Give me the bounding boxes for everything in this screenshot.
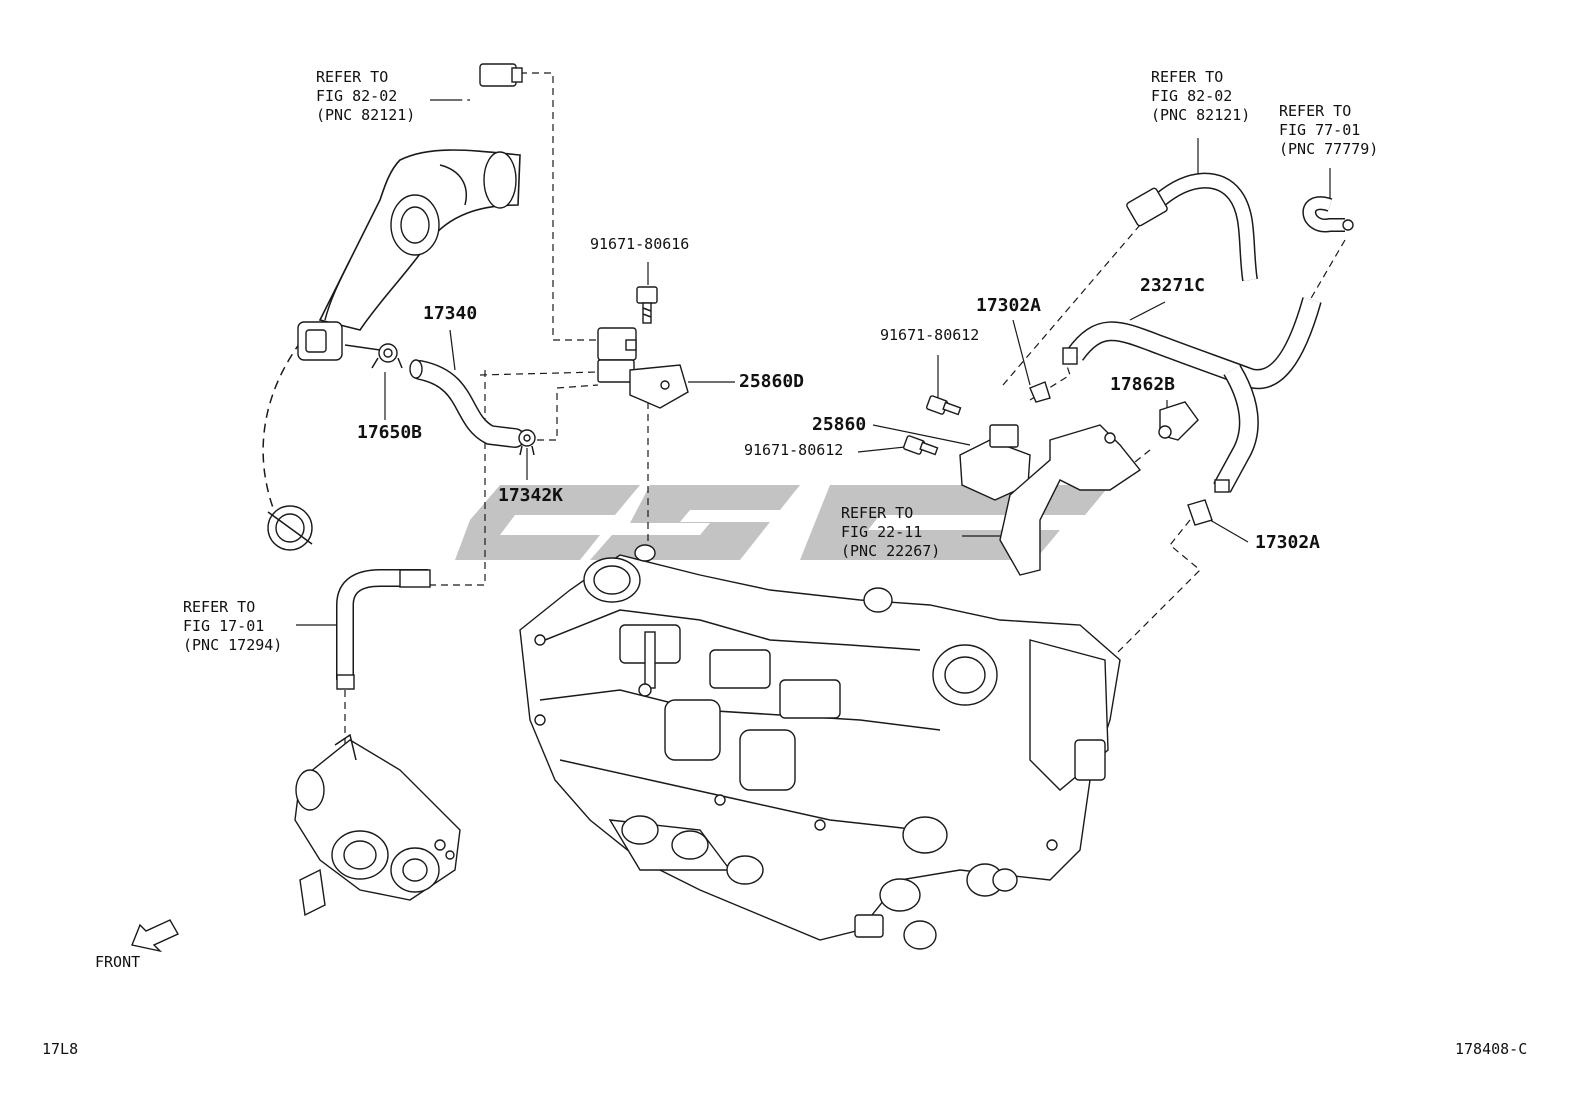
clamp-17862B [1158,401,1199,441]
front-arrow-icon [131,919,179,953]
part-label-17340[interactable]: 17340 [423,303,478,324]
bolt-91671-80612-bottom [903,435,939,456]
valve-25860 [959,424,1142,576]
callout-line: FIG 82-02 [1151,86,1233,105]
throttle-body [294,733,461,917]
wiring-harness-right [1126,172,1258,282]
clamp-17342K [518,429,536,456]
part-label-23271C[interactable]: 23271C [1140,275,1206,296]
callout-line: FIG 77-01 [1279,120,1361,139]
callout-line: (PNC 17294) [183,635,283,654]
part-label-91671-80612-top[interactable]: 91671-80612 [880,326,980,344]
callout-line: REFER TO [1151,68,1224,86]
clip-17302A-top [1029,381,1051,403]
hose-fig77-01 [1302,196,1354,233]
hose-17340 [409,359,525,448]
wiring-harness-left [462,63,543,120]
callout-ref-fig22-11: REFER TO FIG 22-11 (PNC 22267) [841,504,940,560]
pipe-fig17-01 [336,569,431,690]
callout-ref-fig82-02-left: REFER TO FIG 82-02 (PNC 82121) [316,68,415,124]
callout-line: (PNC 77779) [1279,139,1379,158]
callout-line: FIG 17-01 [183,616,265,635]
callout-line: REFER TO [841,504,914,522]
air-intake-hose [262,149,521,551]
callout-ref-fig82-02-right: REFER TO FIG 82-02 (PNC 82121) [1151,68,1250,124]
callout-line: REFER TO [183,598,256,616]
bolt-91671-80616 [636,286,658,324]
callout-line: REFER TO [1279,102,1352,120]
footer-right-code: 178408-C [1455,1040,1528,1058]
part-label-17650B[interactable]: 17650B [357,422,423,443]
callout-line: (PNC 82121) [1151,105,1251,124]
hose-23271C [1062,297,1322,493]
part-label-17302A-top[interactable]: 17302A [976,295,1042,316]
front-label: FRONT [95,953,141,971]
clip-17302A-right [1187,499,1213,526]
bolt-91671-80612-top [926,395,962,416]
callout-ref-fig17-01: REFER TO FIG 17-01 (PNC 17294) [183,598,282,654]
part-label-17302A-right[interactable]: 17302A [1255,532,1321,553]
callout-line: (PNC 22267) [841,541,941,560]
part-label-17862B[interactable]: 17862B [1110,374,1176,395]
callout-line: FIG 22-11 [841,522,923,541]
part-label-91671-80612-bottom[interactable]: 91671-80612 [744,441,844,459]
part-label-25860D[interactable]: 25860D [739,371,805,392]
callout-line: (PNC 82121) [316,105,416,124]
clamp-17650B [344,343,403,369]
callout-line: FIG 82-02 [316,86,398,105]
leader-lines [296,99,1331,626]
callout-line: REFER TO [316,68,389,86]
callout-ref-fig77-01: REFER TO FIG 77-01 (PNC 77779) [1279,102,1378,158]
footer-left-code: 17L8 [42,1040,79,1058]
part-label-25860[interactable]: 25860 [812,414,867,435]
valve-25860D [597,327,689,409]
engine-assembly [519,544,1121,950]
part-label-91671-80616[interactable]: 91671-80616 [590,235,690,253]
part-label-17342K[interactable]: 17342K [498,485,564,506]
